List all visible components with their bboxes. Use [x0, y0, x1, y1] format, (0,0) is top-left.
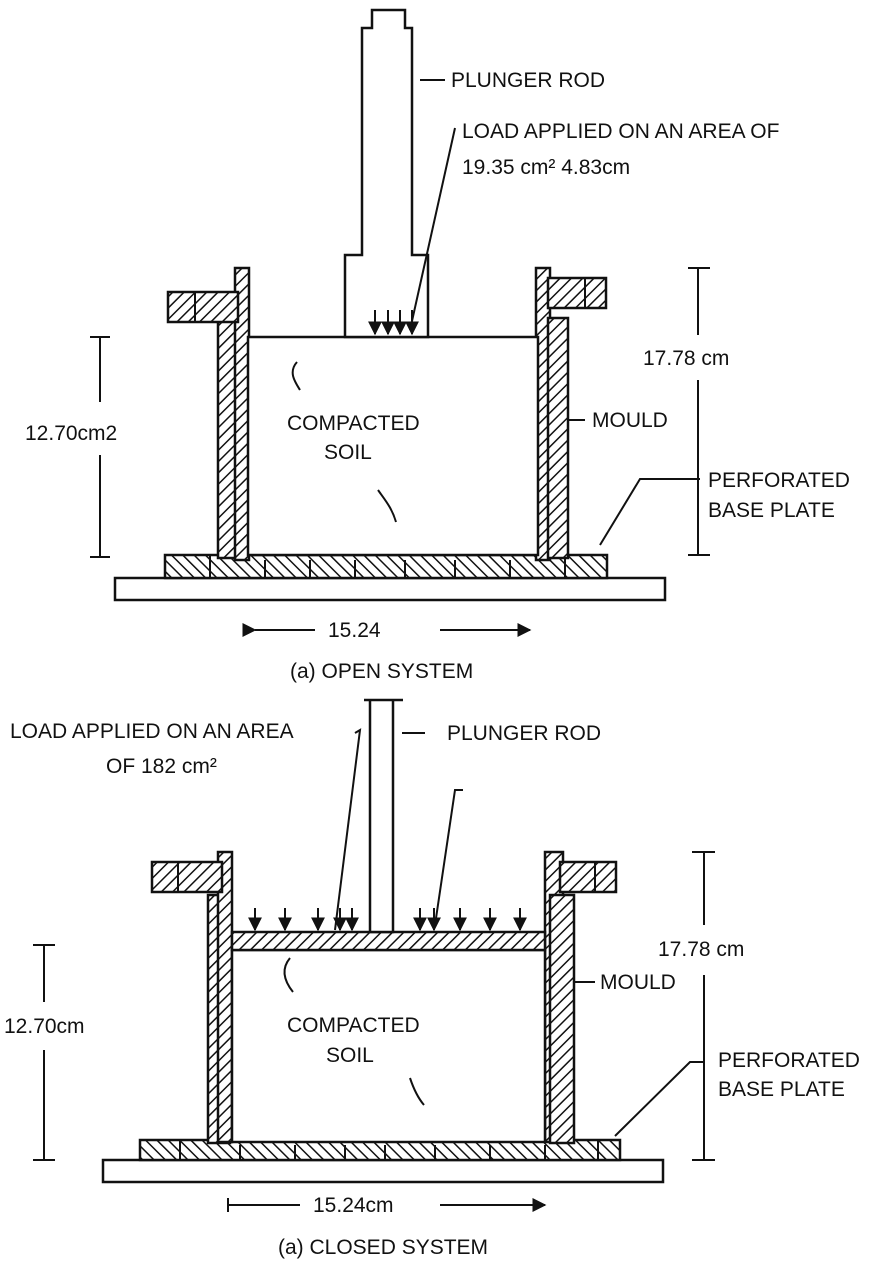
- label-height-total-closed: 17.78 cm: [658, 938, 744, 961]
- closed-system-figure: LOAD APPLIED ON AN AREA OF 182 cm² PLUNG…: [4, 698, 860, 1259]
- flange-left: [166, 290, 240, 324]
- label-plunger-rod-closed: PLUNGER ROD: [447, 722, 601, 745]
- label-load-line2-closed: OF 182 cm²: [106, 755, 217, 778]
- flange-right: [546, 276, 608, 310]
- compacted-soil-block: [246, 335, 540, 557]
- label-compacted-closed: COMPACTED: [287, 1014, 420, 1037]
- label-base-plate-closed: BASE PLATE: [718, 1078, 845, 1101]
- label-height-soil-open: 12.70cm2: [25, 422, 117, 445]
- plunger-rod: [343, 8, 430, 339]
- label-mould-open: MOULD: [592, 409, 668, 432]
- mould-wall-left-collar: [216, 850, 234, 1144]
- label-load-line1-open: LOAD APPLIED ON AN AREA OF: [462, 120, 779, 143]
- label-soil-open: SOIL: [324, 441, 372, 464]
- compacted-soil-block: [230, 948, 547, 1144]
- open-system-figure: PLUNGER ROD LOAD APPLIED ON AN AREA OF 1…: [25, 8, 850, 683]
- label-plunger-rod-open: PLUNGER ROD: [451, 69, 605, 92]
- plunger-rod: [368, 700, 395, 934]
- label-load-line1-closed: LOAD APPLIED ON AN AREA: [10, 720, 294, 743]
- mould-wall-right-lower: [548, 893, 576, 1145]
- label-perforated-open: PERFORATED: [708, 469, 850, 492]
- caption-open-system: (a) OPEN SYSTEM: [290, 660, 473, 683]
- mould-wall-right-lower: [546, 316, 570, 560]
- label-width-open: 15.24: [328, 619, 381, 642]
- base-slab: [101, 1158, 665, 1184]
- caption-closed-system: (a) CLOSED SYSTEM: [278, 1236, 488, 1259]
- label-height-soil-closed: 12.70cm: [4, 1015, 85, 1038]
- flange-right: [558, 860, 618, 894]
- label-mould-closed: MOULD: [600, 971, 676, 994]
- label-load-line2-open: 19.35 cm² 4.83cm: [462, 156, 630, 179]
- label-height-total-open: 17.78 cm: [643, 347, 729, 370]
- label-perforated-closed: PERFORATED: [718, 1049, 860, 1072]
- label-soil-closed: SOIL: [326, 1044, 374, 1067]
- load-arrows: [248, 908, 527, 932]
- label-compacted-open: COMPACTED: [287, 412, 420, 435]
- label-base-plate-open: BASE PLATE: [708, 499, 835, 522]
- label-width-closed: 15.24cm: [313, 1194, 394, 1217]
- loading-plate: [230, 930, 547, 952]
- base-slab: [113, 576, 667, 602]
- flange-left: [150, 860, 224, 894]
